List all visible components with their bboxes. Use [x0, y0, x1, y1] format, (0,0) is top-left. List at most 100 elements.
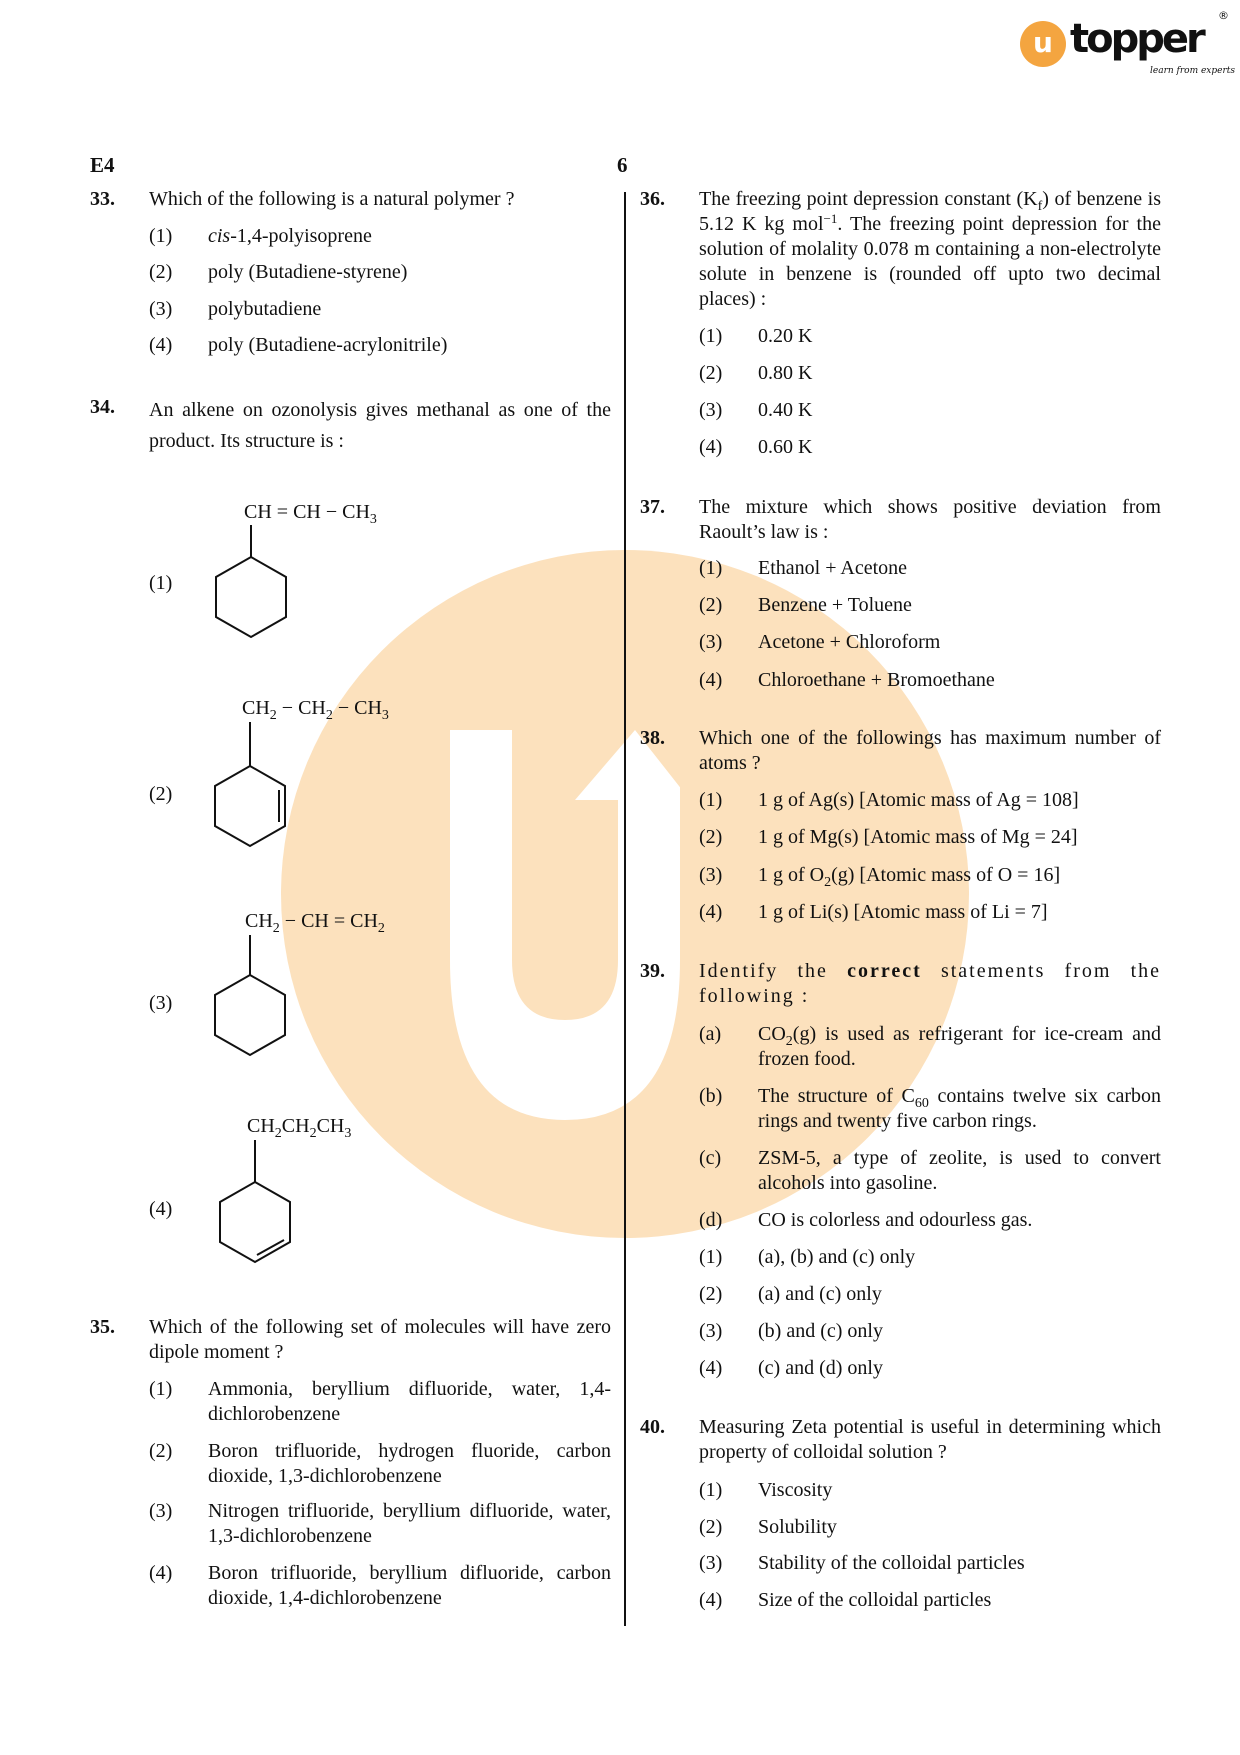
statement-label: (b): [699, 1085, 723, 1107]
option-number: (1): [699, 1246, 723, 1268]
cyclohexane-ring-1: [215, 555, 287, 639]
question-text: Which of the following set of molecules …: [149, 1316, 611, 1363]
option-text: poly (Butadiene-styrene): [208, 261, 408, 283]
option-number: (2): [149, 1440, 173, 1462]
cyclohexane-ring-3: [214, 973, 286, 1057]
option-text: Solubility: [758, 1516, 837, 1538]
question-text: The freezing point depression constant (…: [699, 188, 1161, 310]
watermark-u-arrow-icon: [450, 730, 680, 1120]
structure-formula-3: CH2 − CH = CH2: [245, 910, 385, 936]
question-number: 35.: [90, 1316, 115, 1338]
statement-text: ZSM-5, a type of zeolite, is used to con…: [758, 1147, 1161, 1194]
column-divider: [624, 192, 626, 1626]
option-number: (2): [699, 826, 723, 848]
option-text: 0.20 K: [758, 325, 813, 347]
option-text: (a) and (c) only: [758, 1283, 882, 1305]
option-number: (2): [699, 362, 723, 384]
option-number: (1): [149, 225, 173, 247]
structure-formula-4: CH2CH2CH3: [247, 1115, 352, 1141]
option-number: (4): [149, 1562, 173, 1584]
option-number: (4): [699, 1357, 723, 1379]
option-text: Size of the colloidal particles: [758, 1589, 992, 1611]
option-text: Ethanol + Acetone: [758, 557, 908, 579]
option-row: (3)0.40 K: [699, 398, 1161, 435]
statement-text: The structure of C60 contains twelve six…: [758, 1085, 1161, 1132]
question-text: Which one of the followings has maximum …: [699, 727, 1161, 774]
option-number: (2): [699, 1283, 723, 1305]
cyclohexene-ring-4: [219, 1180, 291, 1264]
question-number: 34.: [90, 396, 115, 418]
option-text: Acetone + Chloroform: [758, 631, 941, 653]
logo-tagline: learn from experts: [1150, 66, 1236, 76]
option-number: (3): [149, 1500, 173, 1522]
option-number: (1): [149, 1378, 173, 1400]
option-row: (2) 0.80 K: [699, 361, 1161, 398]
option-number: (2): [699, 594, 723, 616]
logo-mark: u: [1020, 21, 1066, 67]
option-number: (4): [699, 436, 723, 458]
question-text: An alkene on ozonolysis gives methanal a…: [149, 399, 611, 452]
structure-formula-2: CH2 − CH2 − CH3: [242, 697, 389, 723]
option-number: (3): [699, 864, 723, 886]
question-number: 40.: [640, 1416, 665, 1438]
question-text: The mixture which shows positive deviati…: [699, 496, 1161, 543]
option-text: 0.80 K: [758, 362, 813, 384]
option-number: (1): [699, 789, 723, 811]
option-text: (a), (b) and (c) only: [758, 1246, 916, 1268]
statement-text: CO2(g) is used as refrigerant for ice-cr…: [758, 1023, 1161, 1070]
option-number: (4): [699, 901, 723, 923]
option-number: (1): [699, 1479, 723, 1501]
option-row: (1)0.20 K: [699, 324, 1161, 361]
logo-registered: ®: [1218, 9, 1229, 22]
question-text: Identify the correct statements from the…: [699, 960, 1162, 1007]
option-text: Benzene + Toluene: [758, 594, 912, 616]
cyclohexene-ring-2: [214, 764, 286, 848]
option-number: (3): [699, 1320, 723, 1342]
question-text: Measuring Zeta potential is useful in de…: [699, 1416, 1161, 1463]
question-number: 33.: [90, 188, 115, 210]
option-text: Chloroethane + Bromoethane: [758, 669, 995, 691]
option-text: 1 g of Ag(s) [Atomic mass of Ag = 108]: [758, 789, 1079, 811]
question-36-body: The freezing point depression constant (…: [699, 187, 1161, 472]
option-text: (b) and (c) only: [758, 1320, 883, 1342]
option-number: (2): [149, 783, 173, 805]
option-text: poly (Butadiene-acrylonitrile): [208, 334, 448, 356]
question-text: Which of the following is a natural poly…: [149, 188, 515, 210]
option-text: 0.60 K: [758, 436, 813, 458]
option-text: Stability of the colloidal particles: [758, 1552, 1025, 1574]
option-number: (3): [699, 1552, 723, 1574]
statement-label: (a): [699, 1023, 722, 1045]
option-number: (3): [699, 399, 723, 421]
question-number: 38.: [640, 727, 665, 749]
option-text: Viscosity: [758, 1479, 833, 1501]
option-number: (3): [699, 631, 723, 653]
option-text: (c) and (d) only: [758, 1357, 883, 1379]
option-text: polybutadiene: [208, 298, 322, 320]
option-text: Boron trifluoride, beryllium difluoride,…: [208, 1562, 611, 1609]
option-number: (1): [149, 572, 173, 594]
question-number: 36.: [640, 188, 665, 210]
paper-code: E4: [90, 153, 115, 177]
option-text: 1 g of O2(g) [Atomic mass of O = 16]: [758, 864, 1061, 890]
option-text: 1 g of Li(s) [Atomic mass of Li = 7]: [758, 901, 1048, 923]
statement-text: CO is colorless and odourless gas.: [758, 1209, 1033, 1231]
option-text: Boron trifluoride, hydrogen fluoride, ca…: [208, 1440, 611, 1487]
option-number: (4): [149, 334, 173, 356]
option-number: (3): [149, 992, 173, 1014]
option-number: (4): [699, 669, 723, 691]
page-number: 6: [617, 153, 628, 177]
structure-formula-1: CH = CH − CH3: [244, 501, 377, 527]
statement-label: (d): [699, 1209, 723, 1231]
option-number: (4): [149, 1198, 173, 1220]
option-text: Nitrogen trifluoride, beryllium difluori…: [208, 1500, 611, 1547]
logo-brand: topper: [1070, 16, 1206, 62]
question-number: 37.: [640, 496, 665, 518]
option-text: Ammonia, beryllium difluoride, water, 1,…: [208, 1378, 611, 1425]
option-number: (2): [149, 261, 173, 283]
option-text: 1 g of Mg(s) [Atomic mass of Mg = 24]: [758, 826, 1078, 848]
option-row: (4) 0.60 K: [699, 435, 1161, 472]
question-number: 39.: [640, 960, 665, 982]
statement-label: (c): [699, 1147, 722, 1169]
option-text: cis-1,4-polyisoprene: [208, 225, 372, 247]
option-number: (1): [699, 557, 723, 579]
